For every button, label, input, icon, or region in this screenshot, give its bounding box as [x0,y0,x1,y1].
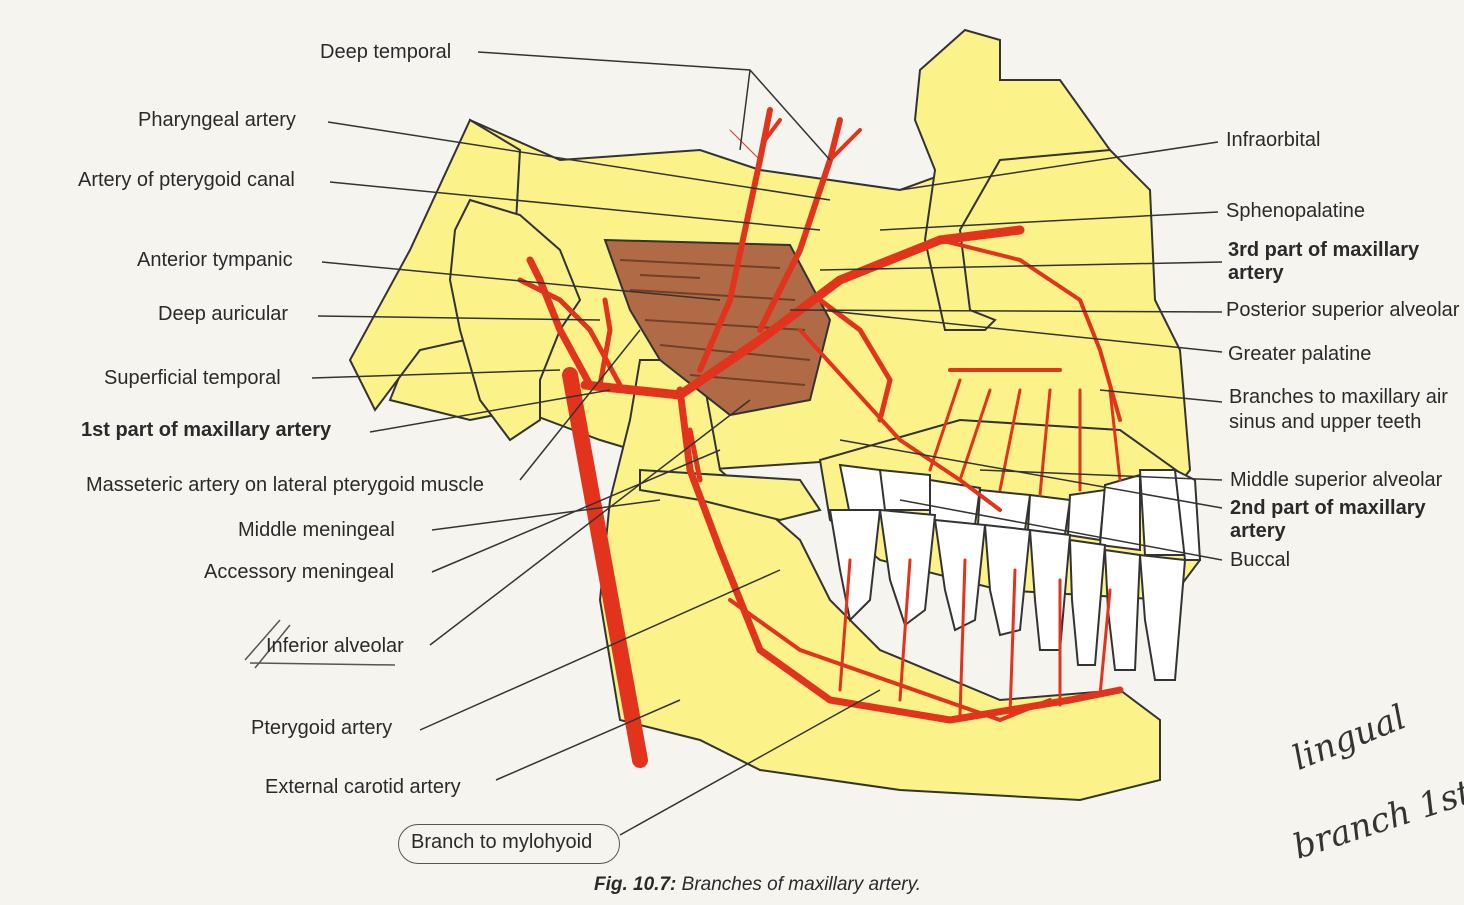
label-masseteric-artery: Masseteric artery on lateral pterygoid m… [86,474,484,496]
label-sphenopalatine: Sphenopalatine [1226,200,1366,222]
figure-number: Fig. 10.7: [594,874,677,895]
label-middle-meningeal: Middle meningeal [238,519,395,541]
handwritten-underline-mark [244,619,396,669]
figure-caption: Fig. 10.7: Branches of maxillary artery. [594,874,921,896]
leader-lines [311,51,1223,836]
label-external-carotid: External carotid artery [265,776,461,798]
label-anterior-tympanic: Anterior tympanic [137,249,293,271]
arteries [517,107,1124,768]
circled-label-outline [398,824,620,864]
label-infraorbital: Infraorbital [1226,129,1321,151]
label-middle-superior-alveolar: Middle superior alveolar [1230,469,1443,491]
label-superficial-temporal: Superficial temporal [104,367,281,389]
label-artery-pterygoid-canal: Artery of pterygoid canal [78,169,295,191]
label-third-part-line2: artery [1228,262,1284,284]
label-first-part-maxillary: 1st part of maxillary artery [81,419,332,441]
label-accessory-meningeal: Accessory meningeal [204,561,395,583]
label-second-part-line2: artery [1230,520,1286,542]
label-third-part-line1: 3rd part of maxillary [1228,239,1420,261]
label-second-part-line1: 2nd part of maxillary [1230,497,1426,519]
teeth [828,463,1202,681]
label-branch-mylohyoid: Branch to mylohyoid [411,831,593,853]
figure-title: Branches of maxillary artery. [681,874,921,895]
label-inferior-alveolar: Inferior alveolar [266,635,404,657]
label-branches-sinus-line1: Branches to maxillary air [1229,386,1448,408]
label-branches-sinus-line2: sinus and upper teeth [1229,411,1422,433]
label-pharyngeal-artery: Pharyngeal artery [138,109,296,131]
label-greater-palatine: Greater palatine [1228,343,1372,365]
label-buccal: Buccal [1230,549,1291,571]
label-deep-temporal: Deep temporal [320,41,452,63]
label-posterior-superior-alveolar: Posterior superior alveolar [1226,299,1460,321]
label-pterygoid-artery: Pterygoid artery [251,717,393,739]
label-deep-auricular: Deep auricular [158,303,289,325]
